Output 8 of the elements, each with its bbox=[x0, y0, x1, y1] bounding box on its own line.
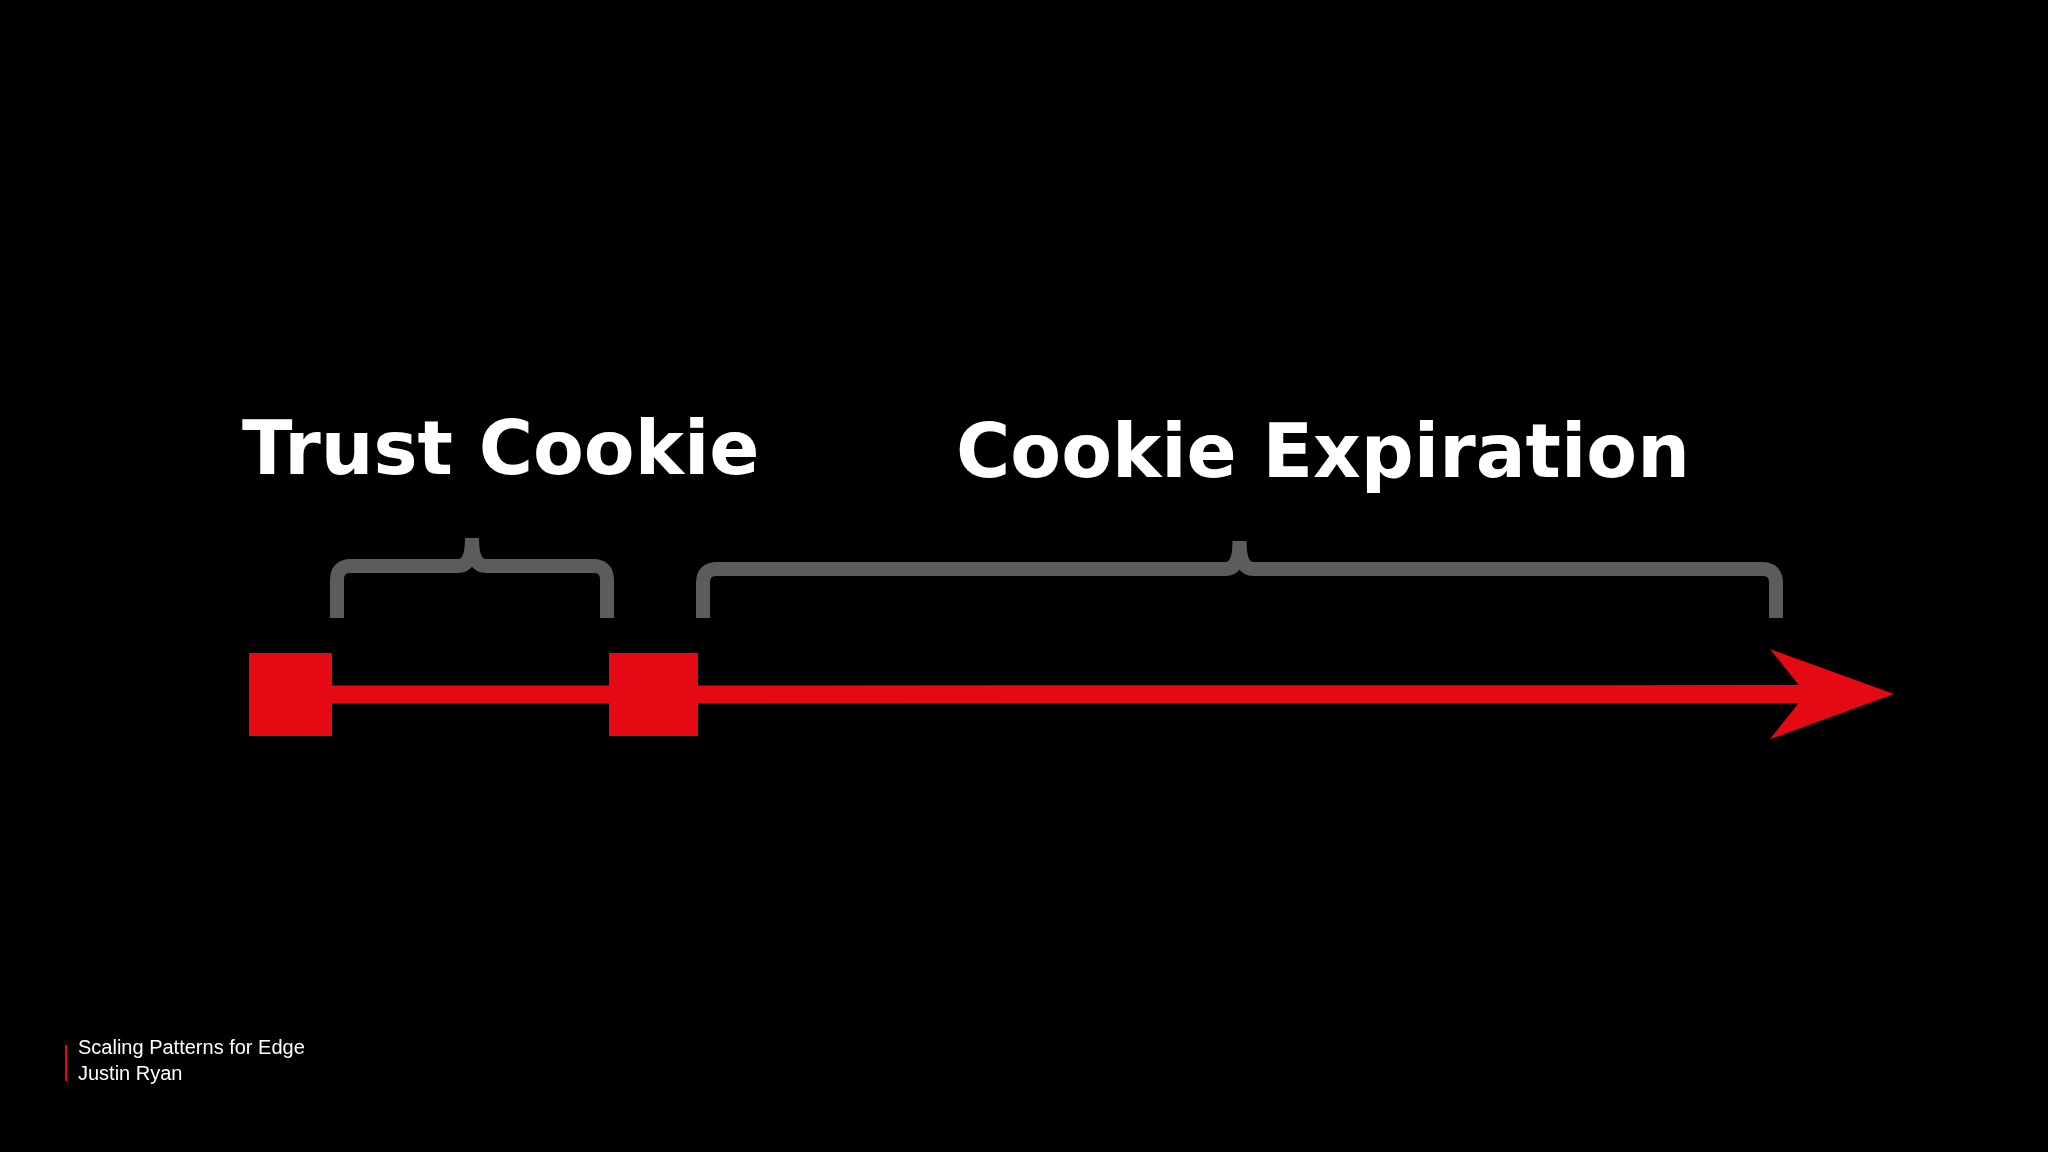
timeline-arrow bbox=[698, 649, 1894, 740]
timeline-marker bbox=[249, 653, 332, 736]
bracket-label: Trust Cookie bbox=[242, 405, 760, 491]
footer-text: Justin Ryan bbox=[78, 1062, 183, 1085]
timeline-marker bbox=[609, 653, 698, 736]
footer-text: Scaling Patterns for Edge bbox=[78, 1036, 305, 1059]
bracket-label: Cookie Expiration bbox=[956, 408, 1690, 494]
timeline-line bbox=[332, 685, 609, 704]
